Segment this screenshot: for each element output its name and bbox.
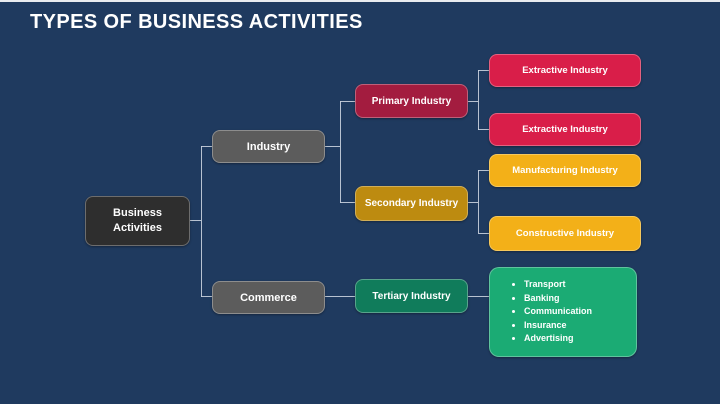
node-primary-industry: Primary Industry bbox=[355, 84, 468, 118]
page-title: TYPES OF BUSINESS ACTIVITIES bbox=[30, 11, 363, 33]
node-manufacturing-industry: Manufacturing Industry bbox=[489, 154, 641, 187]
node-tertiary-services: TransportBankingCommunicationInsuranceAd… bbox=[489, 267, 637, 357]
connector-to-commerce bbox=[201, 296, 212, 297]
connector-business-trunk bbox=[190, 220, 201, 221]
tertiary-service-item: Communication bbox=[524, 305, 636, 319]
node-label: Commerce bbox=[240, 291, 297, 304]
node-label: Business Activities bbox=[113, 207, 162, 234]
connector-trunk-level1 bbox=[201, 146, 202, 297]
connector-to-secondary bbox=[340, 202, 355, 203]
connector-to-extractive-1 bbox=[478, 70, 489, 71]
connector-to-manufacturing bbox=[478, 170, 489, 171]
node-label: Extractive Industry bbox=[522, 65, 608, 76]
tertiary-services-list: TransportBankingCommunicationInsuranceAd… bbox=[490, 278, 636, 346]
connector-industry-trunk bbox=[325, 146, 340, 147]
node-secondary-industry: Secondary Industry bbox=[355, 186, 468, 221]
node-label: Industry bbox=[246, 140, 291, 153]
node-label: Tertiary Industry bbox=[372, 290, 451, 302]
connector-secondary-trunk bbox=[468, 202, 478, 203]
node-commerce: Commerce bbox=[212, 281, 325, 314]
node-label: Primary Industry bbox=[371, 95, 452, 107]
connector-to-industry bbox=[201, 146, 212, 147]
tertiary-service-item: Insurance bbox=[524, 319, 636, 333]
node-tertiary-industry: Tertiary Industry bbox=[355, 279, 468, 313]
node-label: Constructive Industry bbox=[515, 228, 615, 239]
node-extractive-industry-1: Extractive Industry bbox=[489, 54, 641, 87]
tertiary-service-item: Advertising bbox=[524, 332, 636, 346]
connector-commerce-tertiary bbox=[325, 296, 355, 297]
node-label: Secondary Industry bbox=[364, 198, 459, 209]
connector-trunk-extractive bbox=[478, 70, 479, 130]
node-label: Extractive Industry bbox=[522, 124, 608, 135]
connector-to-extractive-2 bbox=[478, 129, 489, 130]
connector-trunk-level2 bbox=[340, 101, 341, 203]
connector-primary-trunk bbox=[468, 101, 478, 102]
connector-tertiary-services bbox=[468, 296, 489, 297]
node-label: Manufacturing Industry bbox=[512, 165, 618, 176]
node-constructive-industry: Constructive Industry bbox=[489, 216, 641, 251]
connector-to-primary bbox=[340, 101, 355, 102]
tertiary-service-item: Banking bbox=[524, 292, 636, 306]
connector-trunk-secondary-out bbox=[478, 170, 479, 233]
node-extractive-industry-2: Extractive Industry bbox=[489, 113, 641, 146]
node-business-activities: Business Activities bbox=[85, 196, 190, 246]
connector-to-constructive bbox=[478, 233, 489, 234]
tertiary-service-item: Transport bbox=[524, 278, 636, 292]
node-industry: Industry bbox=[212, 130, 325, 163]
top-divider bbox=[0, 0, 720, 2]
